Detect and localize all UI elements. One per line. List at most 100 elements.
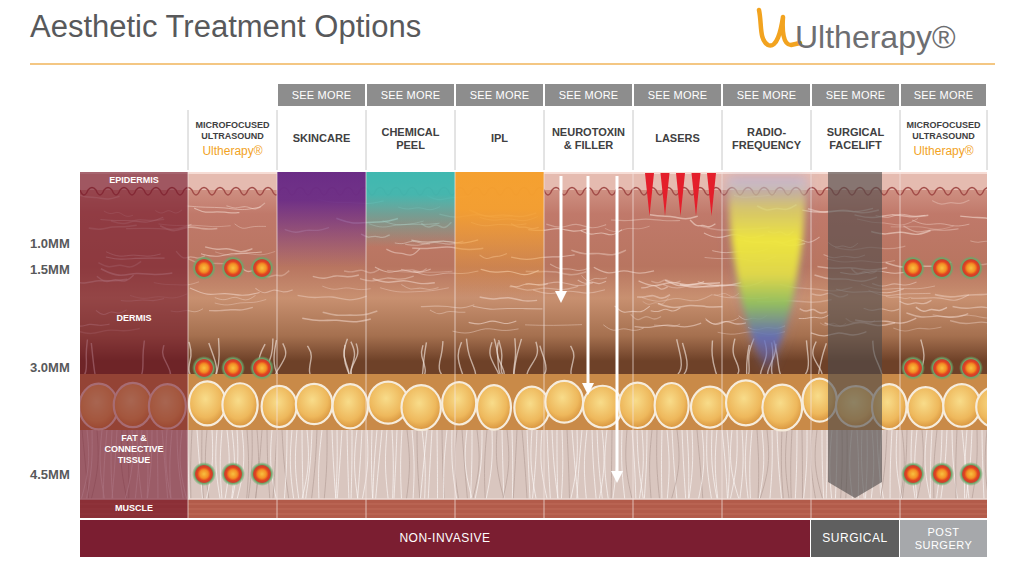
skin-illustration [80, 172, 987, 518]
collagen-fiber [373, 279, 435, 284]
connective-fiber [644, 430, 647, 499]
collagen-fiber [453, 329, 519, 333]
collagen-fiber [615, 306, 650, 312]
see-more-button: SEE MORE [545, 84, 632, 106]
treatment-column: LASERSSEE MORE [633, 84, 722, 170]
connective-fiber [786, 430, 790, 499]
peel-depth [366, 172, 455, 247]
fat-cell [262, 386, 297, 427]
muscle-layer [80, 499, 987, 518]
column-divider [544, 172, 545, 518]
fat-cell [477, 385, 511, 429]
collagen-fiber [480, 297, 537, 301]
connective-fiber [503, 430, 509, 499]
collagen-fiber [690, 220, 715, 227]
collagen-fiber [876, 214, 926, 217]
collagen-fiber [932, 200, 969, 204]
collagen-fiber [651, 280, 680, 283]
button-label: SEE MORE [903, 89, 984, 101]
surgical-zone [828, 172, 882, 498]
header-divider [455, 110, 456, 170]
connective-fiber [465, 430, 472, 499]
text-holder: SEE MORE [901, 84, 986, 106]
connective-fiber [577, 430, 582, 499]
column-title: CHEMICAL PEEL [371, 126, 451, 152]
page-title: Aesthetic Treatment Options [30, 9, 421, 45]
muscle-striation [80, 509, 987, 510]
connective-fiber [661, 430, 663, 499]
text-holder: IPL [460, 110, 540, 168]
connective-fiber [982, 430, 984, 499]
collagen-fiber [235, 224, 266, 228]
connective-fiber [216, 430, 220, 499]
collagen-fiber [658, 304, 722, 308]
collagen-fiber [201, 252, 262, 256]
connective-fiber [770, 430, 772, 499]
connective-fiber [750, 430, 752, 499]
injection-arrowhead [582, 383, 594, 395]
column-divider [811, 172, 812, 518]
connective-fiber [394, 430, 397, 499]
connective-fiber [722, 430, 728, 499]
connective-fiber [473, 430, 479, 499]
injection-arrow [616, 176, 619, 473]
category-band: SURGICAL [811, 520, 899, 557]
collagen-fiber [916, 307, 947, 311]
connective-fiber [191, 430, 192, 499]
column-divider [188, 172, 189, 518]
fat-cell [402, 385, 441, 430]
connective-fiber [358, 430, 362, 499]
connective-fiber [890, 430, 892, 499]
connective-fiber [282, 430, 289, 499]
text-holder: SURGICAL [811, 520, 899, 557]
laser-beam [676, 173, 685, 216]
muscle-striation [80, 514, 987, 515]
focal-point [959, 462, 983, 486]
header-divider [366, 110, 367, 170]
brand-name: Ultherapy® [193, 144, 273, 158]
treatment-column: RADIO- FREQUENCYSEE MORE [722, 84, 811, 170]
fat-cell [189, 381, 226, 425]
header-divider [722, 110, 723, 170]
injection-arrowhead [611, 471, 623, 483]
header-divider [987, 110, 988, 170]
connective-fiber [513, 430, 517, 499]
connective-fiber [406, 430, 409, 499]
text-holder: NON-INVASIVE [80, 520, 810, 557]
connective-fiber [412, 430, 414, 499]
band-label: NON-INVASIVE [83, 532, 807, 546]
connective-fiber [826, 430, 828, 499]
connective-fiber [532, 430, 537, 499]
treatment-column: SURGICAL FACELIFTSEE MORE [811, 84, 900, 170]
column-divider [366, 172, 367, 518]
collagen-fiber [970, 241, 987, 244]
fat-cell [222, 383, 257, 426]
band-label: SURGICAL [814, 532, 896, 546]
see-more-button: SEE MORE [456, 84, 543, 106]
connective-fiber [795, 430, 797, 499]
connective-fiber [428, 430, 432, 499]
collagen-fiber [323, 311, 378, 315]
connective-fiber [556, 430, 558, 499]
collagen-fiber [912, 220, 969, 226]
collagen-fiber [401, 284, 438, 289]
connective-fiber [531, 430, 536, 499]
collagen-fiber [360, 276, 414, 281]
connective-fiber [760, 430, 769, 499]
connective-fiber [637, 430, 643, 499]
connective-fiber [527, 430, 530, 499]
focal-point [221, 356, 245, 380]
muscle-striation [80, 504, 987, 505]
connective-fiber [444, 430, 447, 499]
text-holder: POST SURGERY [900, 520, 987, 557]
skincare-depth [277, 172, 366, 267]
see-more-button: SEE MORE [901, 84, 986, 106]
connective-fiber [417, 430, 420, 499]
laser-beam [707, 173, 716, 216]
column-divider [722, 172, 723, 518]
connective-fiber [650, 430, 652, 499]
connective-fiber [561, 430, 562, 499]
column-divider [277, 172, 278, 518]
fat-cell [296, 384, 333, 424]
